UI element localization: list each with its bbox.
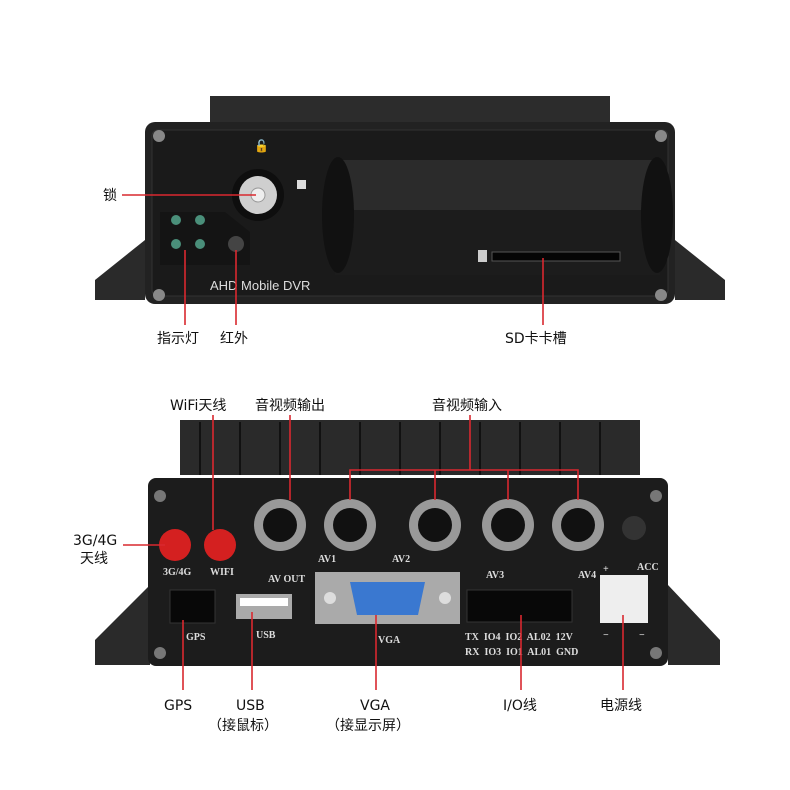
port-label: AV2 [392, 554, 410, 565]
port-label: GPS [186, 632, 206, 643]
antenna-wifi-port[interactable] [204, 529, 236, 561]
label-power: 电源线 [600, 698, 642, 714]
led-indicator [171, 239, 181, 249]
io-port[interactable] [466, 589, 573, 623]
label-wifi-antenna: WiFi天线 [170, 398, 226, 414]
left-bracket [95, 585, 150, 665]
port-label: ACC [637, 562, 659, 573]
label-sd-slot: SD卡卡槽 [505, 331, 567, 347]
screw-icon [153, 289, 165, 301]
label-gps: GPS [164, 698, 192, 714]
port-label: AV3 [486, 570, 504, 581]
label-io: I/O线 [503, 698, 537, 714]
label-usb-note: （接鼠标） [208, 717, 278, 734]
label-3g4g: 3G/4G [73, 533, 117, 549]
av1-connector[interactable] [324, 499, 376, 551]
infrared-sensor [228, 236, 244, 252]
port-label: WIFI [210, 567, 234, 578]
unlock-icon: 🔓 [254, 139, 269, 153]
port-label: USB [256, 630, 276, 641]
av4-connector[interactable] [552, 499, 604, 551]
screw-icon [153, 130, 165, 142]
label-vga-note: （接显示屏） [326, 717, 410, 734]
av-out-connector[interactable] [254, 499, 306, 551]
minus-sign: − [639, 630, 645, 641]
usb-port[interactable] [236, 594, 292, 619]
port-label: AV1 [318, 554, 336, 565]
label-antenna: 天线 [80, 551, 108, 567]
rear-dvr: 3G/4G WIFI AV OUT AV1 AV2 AV3 AV4 ACC GP… [95, 420, 720, 666]
led-indicator [195, 239, 205, 249]
label-usb: USB [236, 698, 265, 714]
port-label: AV OUT [268, 574, 305, 585]
infrared-knob [622, 516, 646, 540]
av2-connector[interactable] [409, 499, 461, 551]
screw-icon [655, 130, 667, 142]
port-label: 3G/4G [163, 567, 192, 578]
led-indicator [195, 215, 205, 225]
led-indicator [171, 215, 181, 225]
sd-card-slot[interactable] [491, 251, 621, 262]
label-vga: VGA [360, 698, 390, 714]
front-dvr: 🔓 AHD Mobile DVR [95, 96, 725, 304]
plus-sign: + [603, 564, 609, 575]
label-av-input: 音视频输入 [432, 397, 502, 414]
gps-port[interactable] [169, 589, 216, 624]
io-pin-labels: TX IO4 IO2 AL02 12V [465, 632, 574, 643]
label-infrared: 红外 [220, 331, 248, 347]
screw-icon [655, 289, 667, 301]
lock-icon [297, 180, 306, 189]
port-label: AV4 [578, 570, 596, 581]
label-indicator: 指示灯 [157, 331, 199, 347]
right-bracket [668, 585, 720, 665]
power-port[interactable] [600, 575, 648, 623]
minus-sign: − [603, 630, 609, 641]
port-label: VGA [378, 635, 401, 646]
led-panel [160, 212, 250, 265]
left-bracket [95, 240, 145, 300]
right-bracket [675, 240, 725, 300]
av3-connector[interactable] [482, 499, 534, 551]
drive-door[interactable] [335, 160, 660, 210]
sd-card-icon [478, 250, 487, 262]
brand-text: AHD Mobile DVR [210, 278, 310, 293]
antenna-3g4g-port[interactable] [159, 529, 191, 561]
label-lock: 锁 [103, 188, 117, 204]
label-av-output: 音视频输出 [255, 397, 325, 414]
